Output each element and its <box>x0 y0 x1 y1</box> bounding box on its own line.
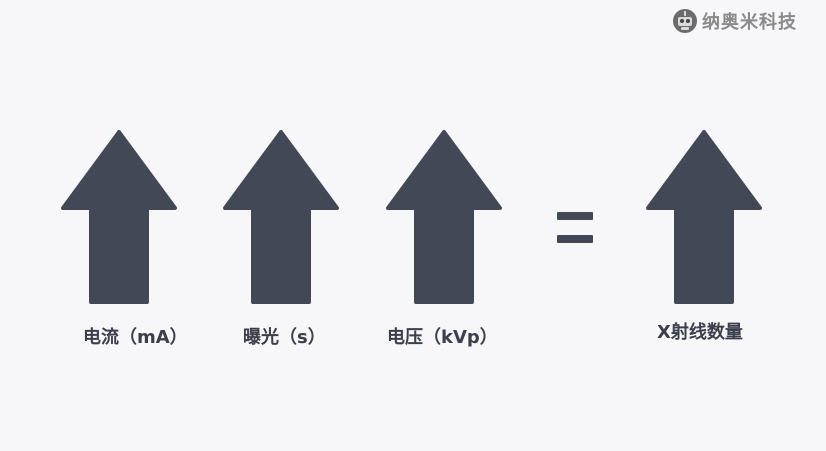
watermark: 纳奥米科技 <box>672 8 797 34</box>
equals-bar-top <box>557 212 593 220</box>
voltage-up-arrow-icon <box>386 130 502 306</box>
result-label-xray-count: X射线数量 <box>657 322 743 343</box>
equals-sign <box>557 212 593 244</box>
watermark-text: 纳奥米科技 <box>702 12 797 33</box>
current-up-arrow-icon <box>61 130 177 306</box>
factor-label-voltage: 电压（kVp） <box>387 327 498 348</box>
robot-head-icon <box>673 9 697 33</box>
factor-label-current: 电流（mA） <box>83 327 188 348</box>
exposure-up-arrow-icon <box>223 130 339 306</box>
equals-bar-bottom <box>557 235 593 243</box>
factor-label-exposure: 曝光（s） <box>243 327 326 348</box>
xray-count-up-arrow-icon <box>646 130 762 306</box>
